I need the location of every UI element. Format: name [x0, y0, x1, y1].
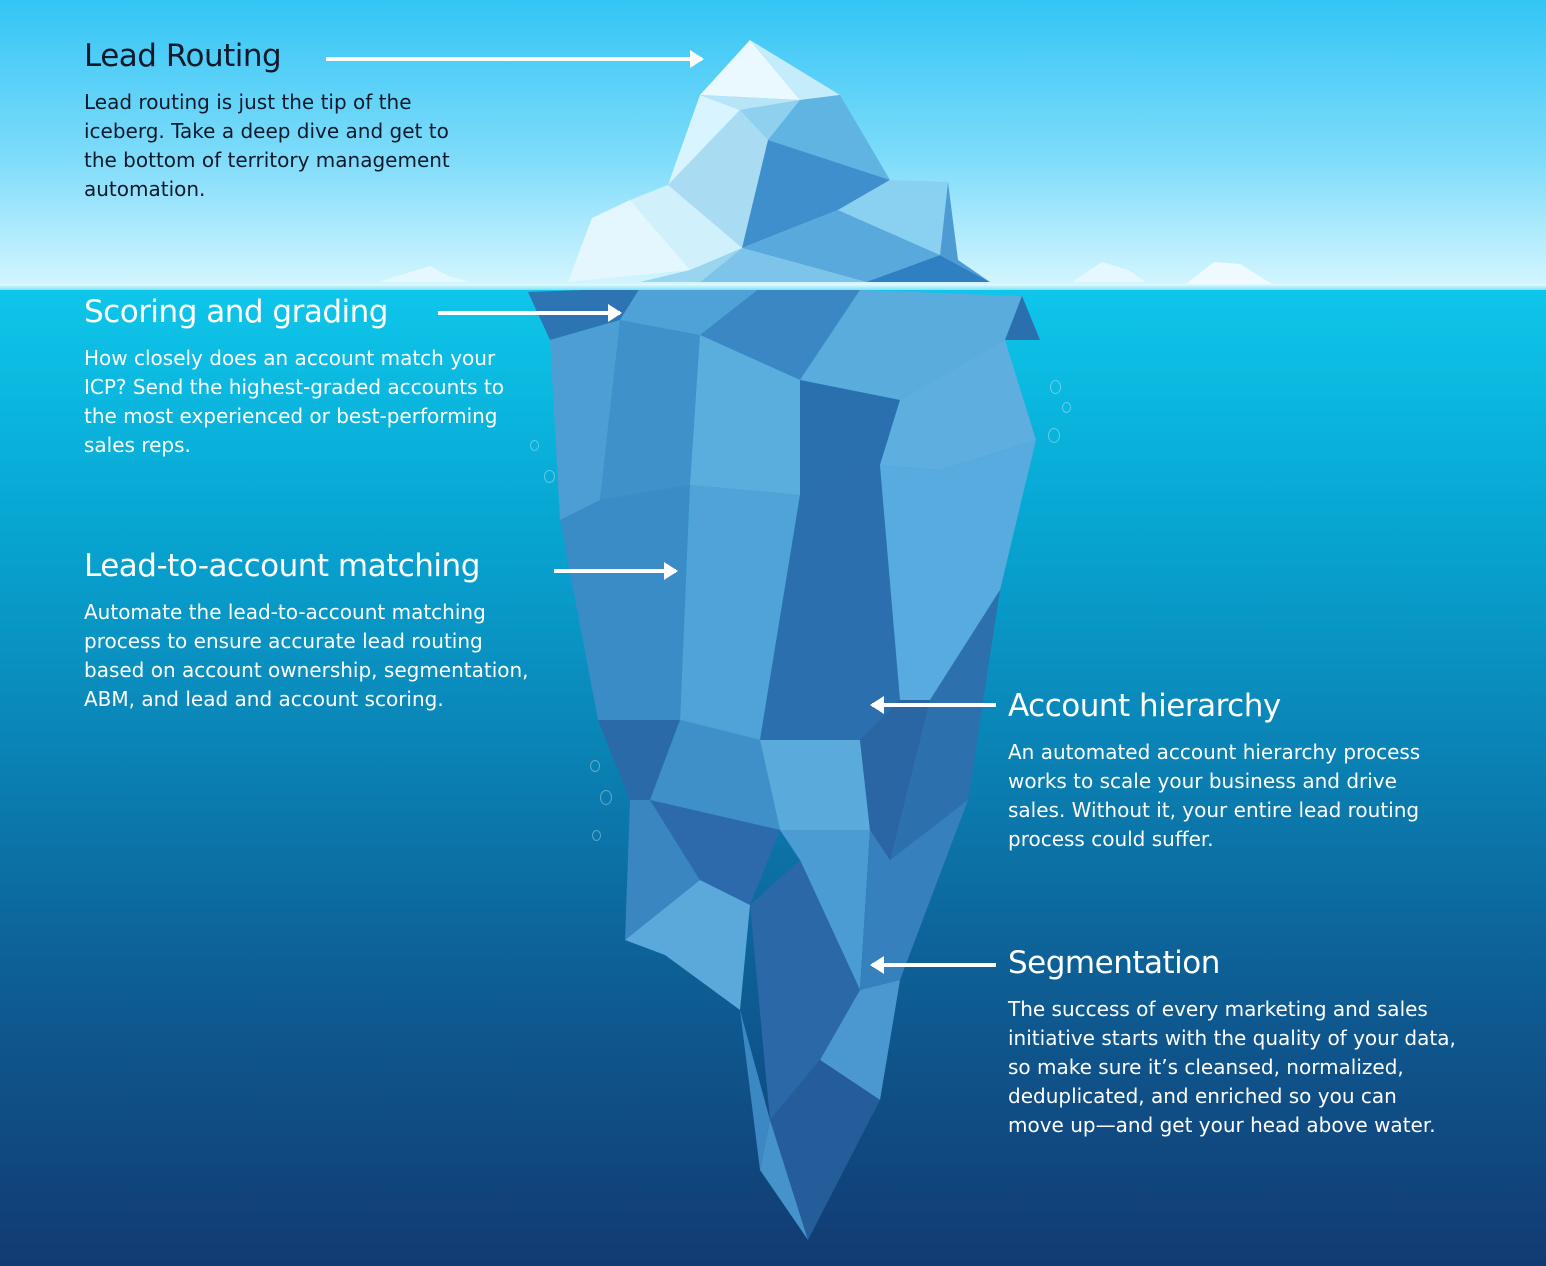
section-description: The success of every marketing and sales…: [1008, 997, 1456, 1137]
bubble: [530, 440, 539, 451]
arrow-lead-to-account-matching: [554, 562, 678, 580]
section-title: Lead Routing: [84, 38, 282, 74]
ice-floe-right-1: [1072, 262, 1146, 282]
section-lead-to-account-matching: Lead-to-account matching Automate the le…: [84, 548, 544, 714]
bubble: [1050, 380, 1061, 394]
bubble: [590, 760, 600, 772]
section-segmentation: Segmentation The success of every market…: [1008, 945, 1468, 1140]
ice-floe-right-2: [1186, 262, 1272, 284]
section-description: An automated account hierarchy process w…: [1008, 740, 1421, 851]
section-scoring-and-grading: Scoring and grading How closely does an …: [84, 294, 534, 460]
arrow-scoring-and-grading: [438, 304, 622, 322]
iceberg-underwater: [528, 288, 1040, 1240]
arrow-account-hierarchy: [870, 696, 996, 714]
bubble: [1062, 402, 1071, 413]
bubble: [1048, 428, 1060, 443]
bubble: [592, 830, 601, 841]
bubble: [600, 790, 612, 805]
section-description: How closely does an account match your I…: [84, 346, 504, 457]
section-title: Segmentation: [1008, 945, 1220, 981]
arrow-lead-routing: [326, 50, 704, 68]
section-lead-routing: Lead Routing Lead routing is just the ti…: [84, 38, 504, 204]
section-title: Lead-to-account matching: [84, 548, 480, 584]
arrow-segmentation: [870, 956, 996, 974]
bubble: [544, 470, 555, 483]
section-account-hierarchy: Account hierarchy An automated account h…: [1008, 688, 1468, 854]
section-description: Automate the lead-to-account matching pr…: [84, 600, 529, 711]
ice-floe-left: [378, 266, 470, 282]
section-title: Scoring and grading: [84, 294, 388, 330]
water-surface-line: [0, 284, 1546, 290]
section-title: Account hierarchy: [1008, 688, 1281, 724]
iceberg-tip: [568, 40, 990, 282]
section-description: Lead routing is just the tip of the iceb…: [84, 90, 450, 201]
